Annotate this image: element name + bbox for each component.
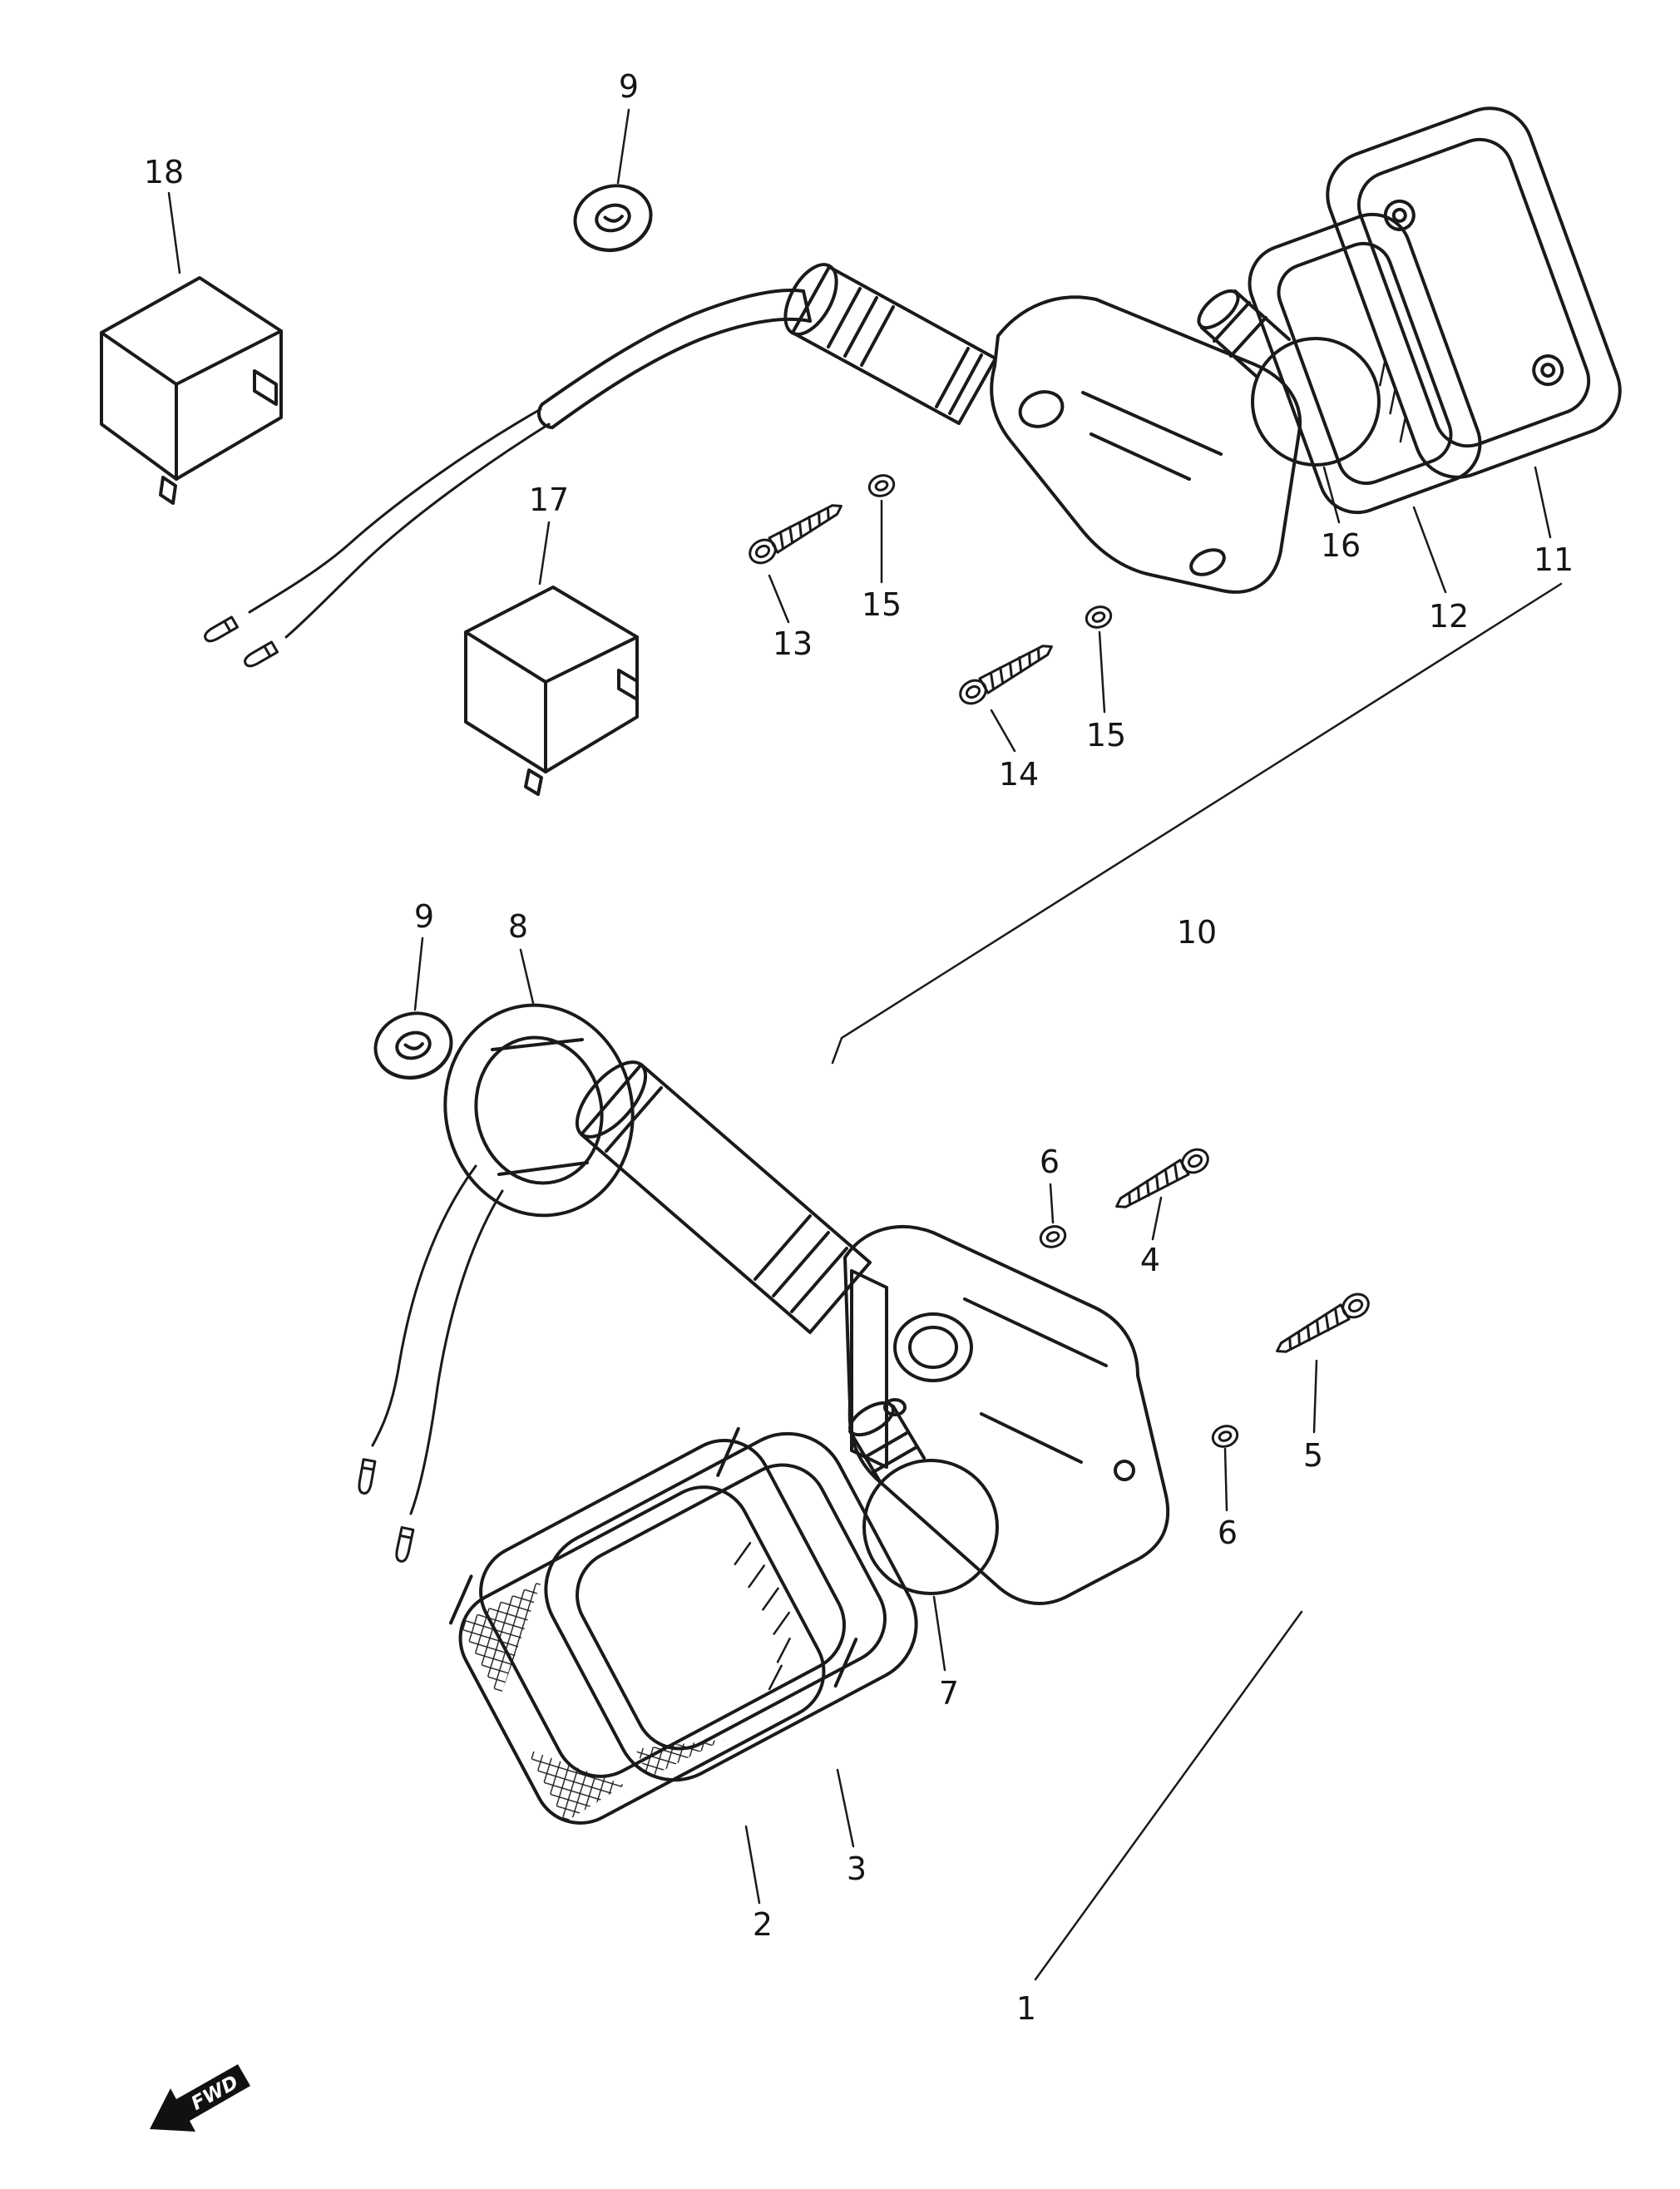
callout-label-14: 14 [998,756,1040,793]
part-6-washer-first [1039,1225,1067,1248]
callout-leader-lines [167,108,1552,1905]
wire-terminal-icon [204,615,239,643]
part-2-lens [448,1426,858,1825]
assembly-ref-line-10 [831,582,1563,1065]
callout-label-6-first: 6 [1039,1144,1060,1180]
part-7-bulb [848,1401,999,1595]
part-6-washer-second [1211,1425,1239,1448]
part-housing-bottom [843,1225,1170,1605]
wire-terminal-icon [395,1526,415,1563]
part-17-relay [464,586,639,796]
callout-label-17: 17 [528,482,570,518]
assembly-ref-lines [831,582,1563,1981]
callout-label-13: 13 [772,625,813,662]
wire-terminal-icon [358,1458,377,1495]
callout-label-7: 7 [938,1675,960,1712]
part-housing-top [990,295,1302,594]
part-11-lens [1326,106,1622,479]
part-12-gasket [1248,212,1482,515]
callout-label-11: 11 [1533,541,1574,578]
wire-terminal-icon [244,640,279,668]
callout-label-9-top: 9 [618,68,640,105]
part-lamp-body-bottom [575,1060,872,1334]
callout-label-5: 5 [1302,1437,1324,1474]
callout-label-2: 2 [752,1906,773,1943]
callout-label-3: 3 [846,1851,867,1887]
callout-label-15-first: 15 [861,586,902,623]
assembly-ref-line-1 [1034,1610,1303,1981]
part-4-screw [1115,1148,1209,1208]
callout-label-8: 8 [507,908,529,945]
part-3-gasket [544,1431,918,1782]
callout-label-6-second: 6 [1217,1515,1238,1551]
callout-label-16: 16 [1320,527,1361,564]
part-14-screw [959,645,1053,705]
part-5-screw [1276,1292,1370,1353]
part-13-screw [749,504,842,565]
callout-label-9-bottom: 9 [413,898,435,935]
callout-label-12: 12 [1428,598,1470,635]
part-15-washer-second [1085,605,1113,629]
part-lamp-stay-top [537,289,812,429]
fwd-arrow-icon [150,2064,250,2132]
part-18-relay [100,276,283,505]
callout-label-4: 4 [1139,1242,1161,1278]
part-15-washer-first [867,474,896,497]
part-16-bulb [1197,289,1381,467]
callout-label-1: 1 [1015,1990,1037,2027]
part-8-base [443,1003,635,1218]
part-lamp-body-top [783,263,997,425]
callout-label-18: 18 [143,154,185,190]
fwd-arrow: FWD [150,2064,250,2132]
callout-label-10: 10 [1176,914,1218,951]
part-lamp-wires-bottom [358,1164,504,1563]
part-lamp-wires-top [204,408,551,668]
part-9-grommet-top [573,184,653,253]
callout-label-15-second: 15 [1085,717,1127,754]
part-9-grommet-bottom [373,1011,453,1080]
